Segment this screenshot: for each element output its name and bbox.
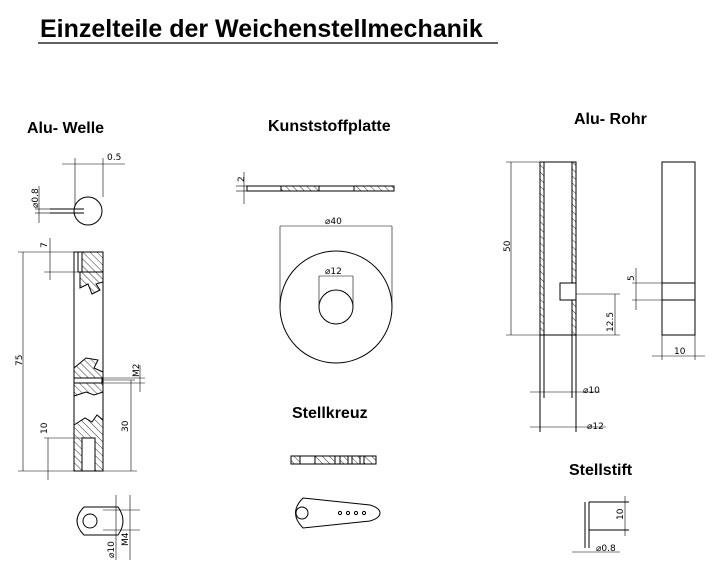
dim-welle-offset: 0.5 [107, 153, 121, 163]
dim-rohr-length: 50 [503, 240, 513, 252]
dim-rohr-width: 10 [674, 347, 686, 357]
welle-top-view: 0.5 ⌀0.8 [31, 153, 125, 226]
dim-platte-thickness: 2 [237, 176, 247, 182]
heading-alu-welle: Alu- Welle [27, 120, 104, 137]
welle-bottom-view: ⌀10 M4 [76, 495, 140, 560]
dim-welle-thread-pos: 30 [121, 420, 131, 432]
heading-alu-rohr: Alu- Rohr [574, 111, 647, 128]
dim-welle-bottom-dia: ⌀10 [107, 541, 117, 558]
dim-platte-inner: ⌀12 [325, 267, 342, 277]
welle-side-view: 7 75 M2 10 30 [15, 238, 145, 480]
heading-stellkreuz: Stellkreuz [292, 405, 368, 422]
stellstift-view: 10 ⌀0.8 [572, 496, 629, 554]
heading-kunststoffplatte: Kunststoffplatte [268, 118, 391, 135]
dim-stift-length: 10 [616, 508, 626, 520]
stellkreuz-top-view [295, 497, 381, 529]
dim-welle-pin-dia: ⌀0.8 [31, 188, 41, 208]
dim-rohr-outer: ⌀12 [587, 422, 604, 432]
dim-rohr-inner: ⌀10 [583, 386, 600, 396]
platte-side-view: 2 [236, 172, 395, 204]
dim-welle-length: 75 [15, 355, 25, 366]
dim-rohr-slot-pos: 12.5 [606, 312, 616, 332]
dim-welle-thread: M2 [132, 364, 142, 378]
platte-top-view: ⌀40 ⌀12 [279, 217, 393, 364]
stellkreuz-side-view [290, 455, 377, 465]
dim-welle-bottom-thread: M4 [121, 532, 131, 546]
rohr-side-view: 5 10 [627, 161, 705, 360]
page-title: Einzelteile der Weichenstellmechanik [40, 15, 483, 43]
rohr-section-view: 50 12.5 ⌀10 ⌀12 [503, 161, 620, 432]
heading-stellstift: Stellstift [569, 462, 633, 479]
dim-welle-top: 7 [40, 242, 50, 248]
dim-rohr-slot-width: 5 [627, 275, 637, 281]
dim-platte-outer: ⌀40 [325, 217, 342, 227]
dim-welle-hole-depth: 10 [40, 422, 50, 434]
dim-stift-dia: ⌀0.8 [596, 544, 616, 554]
